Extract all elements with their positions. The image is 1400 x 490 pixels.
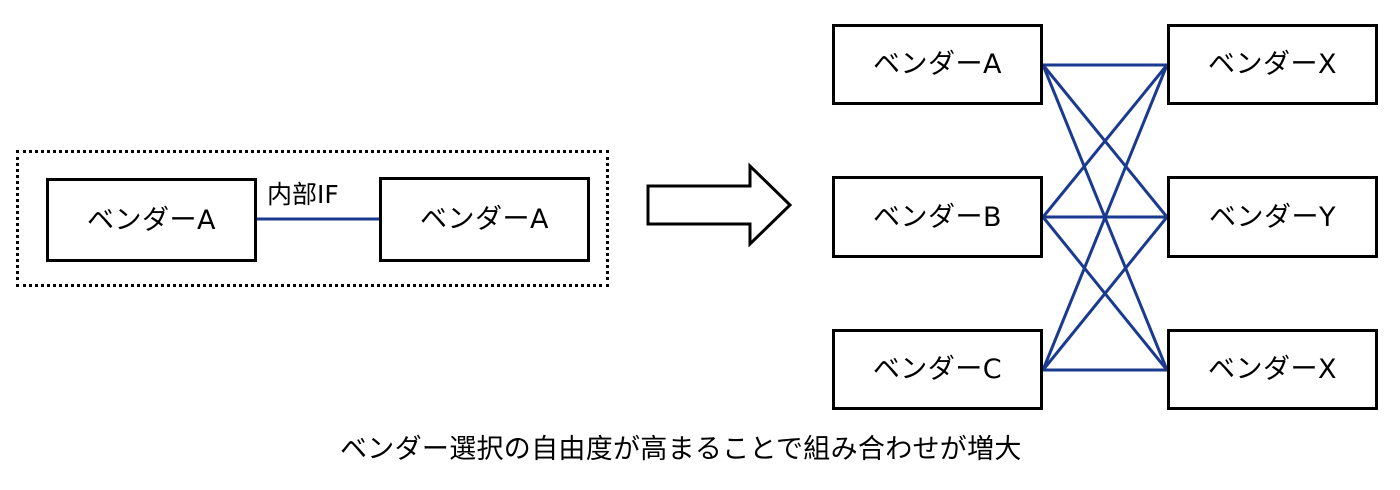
transition-arrow-shape bbox=[646, 162, 793, 248]
link-b-x2 bbox=[1041, 216, 1169, 371]
left-group-frame bbox=[16, 150, 609, 287]
right-group-right-box-vendor-y-label: ベンダーY bbox=[1209, 201, 1336, 233]
left-box-vendor-a2-label: ベンダーA bbox=[420, 204, 549, 235]
right-group-left-box-vendor-b[interactable]: ベンダーB bbox=[832, 176, 1043, 258]
right-group-left-box-vendor-c[interactable]: ベンダーC bbox=[832, 329, 1043, 410]
right-group-right-box-vendor-x2-label: ベンダーX bbox=[1208, 354, 1337, 385]
internal-if-label: 内部IF bbox=[267, 180, 339, 209]
right-group-right-box-vendor-x1-label: ベンダーX bbox=[1208, 49, 1337, 80]
right-group-right-box-vendor-x1[interactable]: ベンダーX bbox=[1167, 24, 1378, 105]
left-box-vendor-a2[interactable]: ベンダーA bbox=[379, 177, 590, 262]
right-group-right-box-vendor-y[interactable]: ベンダーY bbox=[1167, 176, 1378, 258]
link-a-y bbox=[1041, 64, 1169, 218]
link-c-x1 bbox=[1041, 64, 1169, 371]
right-group-right-box-vendor-x2[interactable]: ベンダーX bbox=[1167, 329, 1378, 410]
right-group-left-box-vendor-c-label: ベンダーC bbox=[872, 354, 1003, 385]
link-b-x1 bbox=[1041, 64, 1169, 218]
link-a-x2 bbox=[1041, 64, 1169, 371]
right-group-left-box-vendor-b-label: ベンダーB bbox=[872, 201, 1003, 233]
left-box-vendor-a1[interactable]: ベンダーA bbox=[46, 178, 257, 262]
bipartite-connections bbox=[1041, 63, 1169, 372]
diagram-caption: ベンダー選択の自由度が高まることで組み合わせが増大 bbox=[340, 434, 1022, 465]
left-box-vendor-a1-label: ベンダーA bbox=[87, 204, 216, 236]
right-group-left-box-vendor-a-label: ベンダーA bbox=[873, 49, 1002, 80]
right-group-left-box-vendor-a[interactable]: ベンダーA bbox=[832, 24, 1043, 105]
link-c-y bbox=[1041, 216, 1169, 371]
